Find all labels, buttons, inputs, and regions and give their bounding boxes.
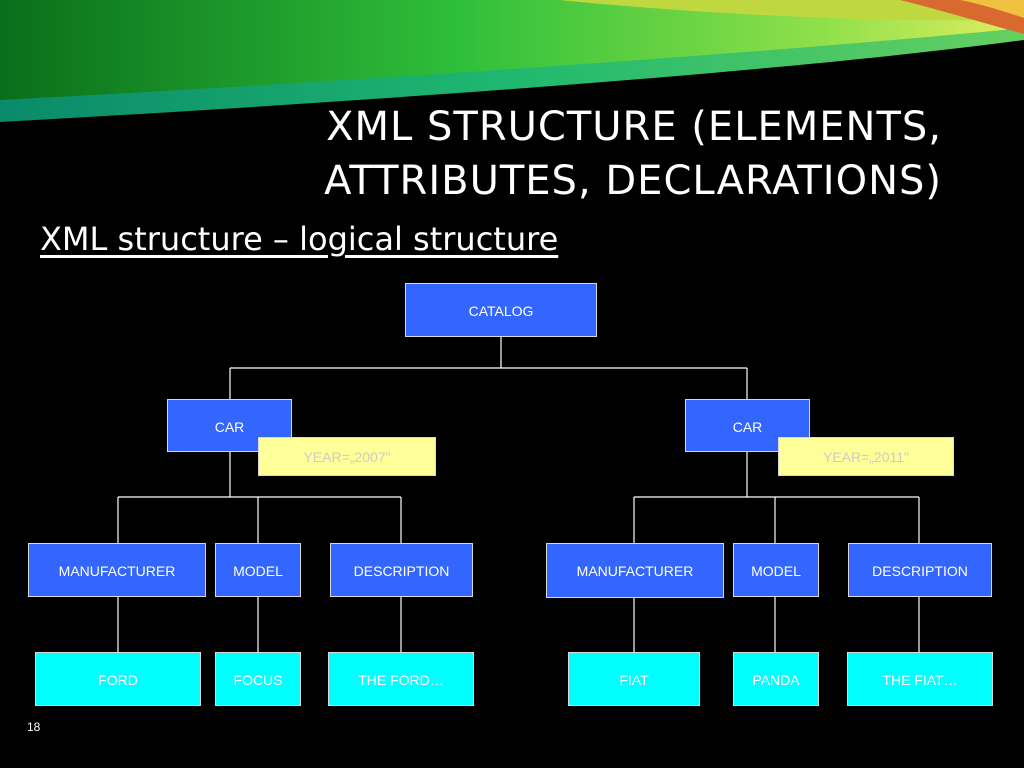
node-manufacturer-2: MANUFACTURER bbox=[546, 543, 724, 598]
node-manufacturer-1: MANUFACTURER bbox=[28, 543, 206, 597]
slide-title-line-1: XML STRUCTURE (ELEMENTS, bbox=[326, 104, 942, 150]
node-value-fiat: FIAT bbox=[568, 652, 700, 706]
node-value-fiat-description: THE FIAT… bbox=[847, 652, 993, 706]
node-catalog: CATALOG bbox=[405, 283, 597, 337]
slide-title-line-2: ATTRIBUTES, DECLARATIONS) bbox=[324, 158, 942, 204]
node-value-ford: FORD bbox=[35, 652, 201, 706]
node-car-2: CAR bbox=[685, 399, 810, 452]
node-value-panda: PANDA bbox=[733, 652, 819, 706]
page-number: 18 bbox=[27, 720, 41, 734]
node-car-1-attribute: YEAR=„2007" bbox=[258, 437, 436, 476]
decorative-banner bbox=[0, 0, 1024, 122]
node-description-1: DESCRIPTION bbox=[330, 543, 473, 597]
node-model-1: MODEL bbox=[215, 543, 301, 597]
node-value-ford-description: THE FORD… bbox=[328, 652, 474, 706]
node-value-focus: FOCUS bbox=[215, 652, 301, 706]
node-model-2: MODEL bbox=[733, 543, 819, 597]
node-description-2: DESCRIPTION bbox=[848, 543, 992, 597]
node-car-2-attribute: YEAR=„2011" bbox=[778, 437, 954, 476]
slide-subtitle: XML structure – logical structure bbox=[40, 220, 559, 258]
